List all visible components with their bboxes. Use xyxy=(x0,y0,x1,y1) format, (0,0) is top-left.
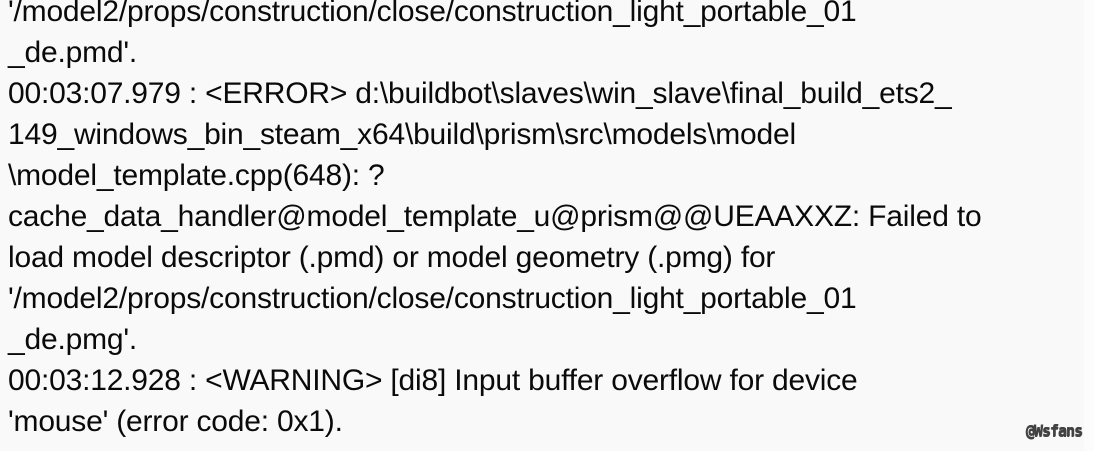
log-line-error: 00:03:07.979 : <ERROR> d:\buildbot\slave… xyxy=(8,77,952,110)
log-line-warning: 00:03:12.928 : <WARNING> [di8] Input buf… xyxy=(8,364,858,397)
log-line: _de.pmg'. xyxy=(8,323,138,356)
log-line: 149_windows_bin_steam_x64\build\prism\sr… xyxy=(8,118,796,151)
log-line: '/model2/props/construction/close/constr… xyxy=(8,282,857,315)
watermark: @Wsfans xyxy=(1025,421,1083,441)
log-line: 'mouse' (error code: 0x1). xyxy=(8,405,343,438)
log-line: \model_template.cpp(648): ? xyxy=(8,159,385,192)
log-line: cache_data_handler@model_template_u@pris… xyxy=(8,200,982,233)
log-line: _de.pmd'. xyxy=(8,36,138,69)
log-line: '/model2/props/construction/close/constr… xyxy=(8,0,857,28)
log-line: load model descriptor (.pmd) or model ge… xyxy=(8,241,776,274)
